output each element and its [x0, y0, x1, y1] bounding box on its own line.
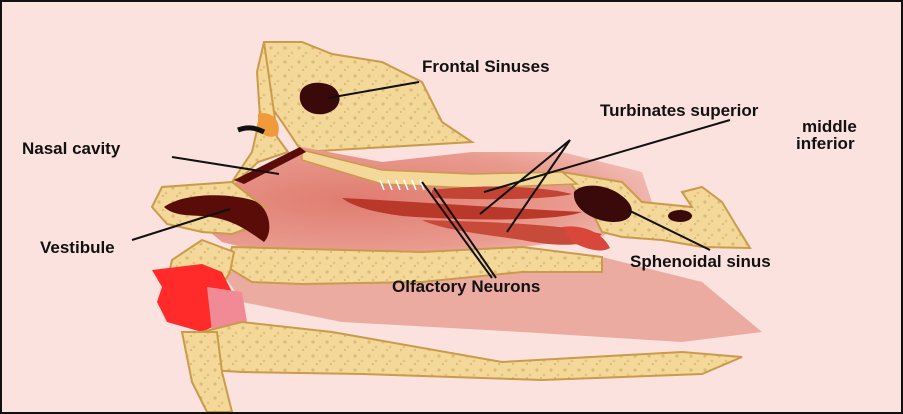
label-turbinates-inferior: inferior: [796, 135, 855, 152]
sphenoidal-sinus-small: [668, 210, 692, 222]
label-turbinates-middle: middle: [802, 118, 857, 135]
label-frontal-sinuses: Frontal Sinuses: [422, 58, 550, 75]
label-olfactory-neurons: Olfactory Neurons: [392, 278, 540, 295]
label-nasal-cavity: Nasal cavity: [22, 140, 120, 157]
label-turbinates-superior: Turbinates superior: [600, 102, 758, 119]
label-vestibule: Vestibule: [40, 239, 115, 256]
frontal-sinus-cavity: [300, 83, 340, 115]
label-sphenoidal-sinus: Sphenoidal sinus: [630, 253, 771, 270]
